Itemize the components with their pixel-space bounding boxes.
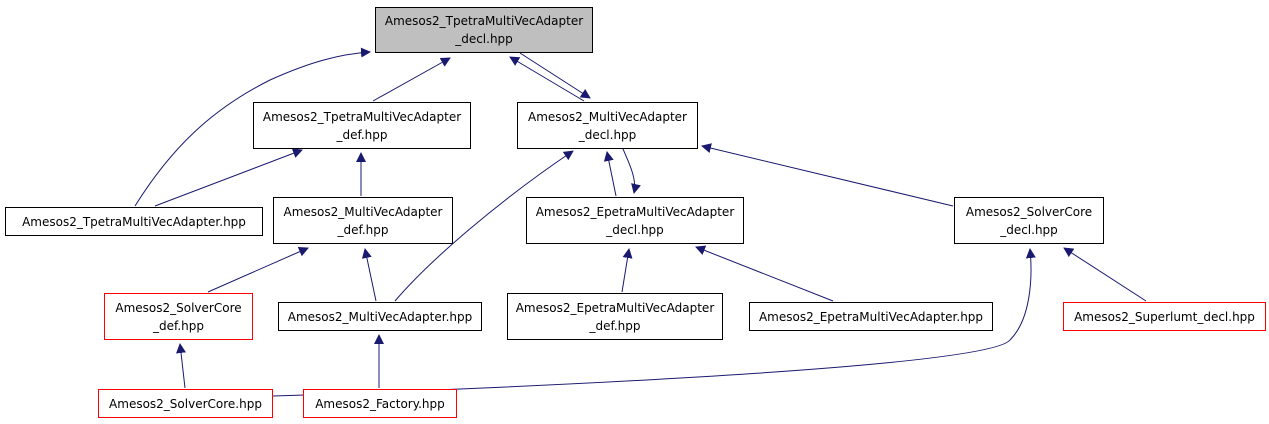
edge-epetra_def-to-epetra_decl	[621, 248, 633, 293]
edge-mv_hpp-to-mv_decl	[394, 150, 574, 302]
node-label-line1: Amesos2_TpetraMultiVecAdapter	[262, 109, 462, 124]
node-label: Amesos2_MultiVecAdapter.hpp	[287, 309, 473, 324]
node-tpetra-multivec-adapter-decl[interactable]: Amesos2_TpetraMultiVecAdapter _decl.hpp	[375, 7, 593, 53]
node-solvercore-hpp[interactable]: Amesos2_SolverCore.hpp	[98, 389, 273, 418]
node-epetra-multivec-adapter-hpp[interactable]: Amesos2_EpetraMultiVecAdapter.hpp	[749, 302, 993, 331]
node-label-line2: _def.hpp	[337, 222, 389, 237]
edge-mv_decl-to-root	[509, 56, 585, 102]
node-label-line2: _decl.hpp	[1000, 222, 1058, 237]
edge-root-to-mv_decl	[519, 52, 591, 99]
node-multivec-adapter-hpp[interactable]: Amesos2_MultiVecAdapter.hpp	[278, 302, 482, 331]
node-label-line1: Amesos2_TpetraMultiVecAdapter	[384, 14, 584, 28]
node-label: Amesos2_EpetraMultiVecAdapter.hpp	[758, 309, 984, 324]
node-multivec-adapter-decl[interactable]: Amesos2_MultiVecAdapter _decl.hpp	[517, 102, 698, 149]
node-label: Amesos2_SolverCore.hpp	[109, 396, 262, 411]
edge-solvercore_hpp-to-solvercore_def	[176, 343, 186, 389]
node-solvercore-decl[interactable]: Amesos2_SolverCore _decl.hpp	[954, 197, 1104, 244]
node-solvercore-def[interactable]: Amesos2_SolverCore _def.hpp	[104, 293, 253, 340]
edge-mv_hpp-to-mv_def	[361, 248, 377, 302]
node-multivec-adapter-def[interactable]: Amesos2_MultiVecAdapter _def.hpp	[273, 197, 453, 244]
node-label-line2: _decl.hpp	[578, 127, 637, 142]
node-label-line1: Amesos2_SolverCore	[115, 300, 242, 315]
edge-superlumt_decl-to-solvercore_decl	[1063, 247, 1147, 302]
node-tpetra-multivec-adapter-def[interactable]: Amesos2_TpetraMultiVecAdapter _def.hpp	[253, 102, 471, 149]
node-superlumt-decl[interactable]: Amesos2_Superlumt_decl.hpp	[1063, 302, 1266, 331]
node-label-line2: _def.hpp	[152, 318, 204, 333]
node-label-line2: _def.hpp	[336, 127, 388, 142]
edge-tpetra_hpp-to-tpetra_def	[154, 148, 303, 207]
node-tpetra-multivec-adapter-hpp[interactable]: Amesos2_TpetraMultiVecAdapter.hpp	[5, 207, 263, 236]
node-label-line2: _decl.hpp	[606, 222, 664, 237]
node-epetra-multivec-adapter-decl[interactable]: Amesos2_EpetraMultiVecAdapter _decl.hpp	[526, 197, 744, 244]
node-label: Amesos2_TpetraMultiVecAdapter.hpp	[22, 214, 246, 229]
node-label-line1: Amesos2_EpetraMultiVecAdapter	[535, 204, 735, 219]
edge-epetra_hpp-to-epetra_decl	[695, 245, 834, 302]
edge-solvercore_decl-to-mv_decl	[701, 143, 954, 207]
edge-epetra_decl-to-mv_decl	[603, 151, 617, 197]
edge-solvercore_hpp-to-solvercore_decl	[272, 248, 1036, 397]
node-epetra-multivec-adapter-def[interactable]: Amesos2_EpetraMultiVecAdapter _def.hpp	[507, 293, 723, 340]
node-label: Amesos2_Superlumt_decl.hpp	[1074, 309, 1255, 324]
edges-layer	[134, 47, 1147, 397]
node-label-line2: _decl.hpp	[455, 32, 513, 46]
edge-mv_decl-to-epetra_decl	[622, 148, 641, 194]
node-factory-hpp[interactable]: Amesos2_Factory.hpp	[303, 389, 457, 418]
edge-tpetra_hpp-to-root	[134, 47, 371, 207]
node-label-line1: Amesos2_MultiVecAdapter	[283, 204, 443, 219]
edge-tpetra_def-to-root	[372, 57, 451, 102]
node-label-line1: Amesos2_EpetraMultiVecAdapter	[515, 300, 715, 315]
node-label-line1: Amesos2_MultiVecAdapter	[528, 109, 687, 124]
node-label-line2: _def.hpp	[589, 318, 641, 333]
edge-solvercore_def-to-mv_def	[207, 247, 309, 293]
node-label: Amesos2_Factory.hpp	[315, 396, 445, 411]
node-label-line1: Amesos2_SolverCore	[965, 204, 1093, 219]
